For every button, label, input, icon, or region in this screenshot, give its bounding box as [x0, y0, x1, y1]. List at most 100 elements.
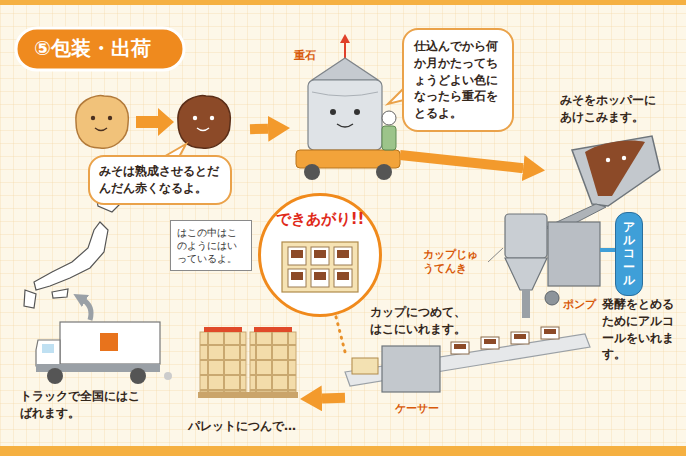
eye — [193, 116, 197, 120]
box — [282, 242, 358, 292]
cup-miso — [514, 334, 526, 339]
cup — [311, 247, 329, 265]
tank-body — [308, 80, 382, 150]
node-text: アルコール — [623, 221, 635, 287]
worker-body — [382, 126, 396, 150]
alcohol-tube — [600, 248, 615, 252]
casing-machine — [382, 346, 440, 392]
pallet — [248, 392, 298, 398]
cup — [451, 342, 469, 354]
cup — [311, 269, 329, 287]
node-text: みそは熟成させるとだんだん赤くなるよ。 — [88, 155, 232, 205]
carton-tops — [254, 327, 292, 332]
speech-bubble: 仕込んでから何か月かたってちょうどよい色になったら重石をとるよ。 — [402, 28, 514, 132]
process-step: 重石 — [290, 35, 400, 185]
part-label: ポンプ — [563, 298, 596, 312]
small-arrow — [136, 108, 174, 136]
island — [24, 290, 36, 308]
cup — [334, 247, 352, 265]
finished-product-circle: できあがり!! — [258, 193, 382, 317]
flow-arrow — [400, 155, 523, 168]
ball-body — [76, 96, 128, 149]
eye — [108, 116, 112, 120]
cup-miso — [544, 329, 556, 334]
cup — [288, 247, 306, 265]
cup-miso — [484, 339, 496, 344]
hopper — [572, 136, 660, 206]
wheel — [47, 368, 63, 384]
eye — [606, 158, 610, 162]
wheel — [304, 164, 320, 180]
machine-body — [548, 222, 600, 286]
mouth — [197, 128, 209, 131]
cup-miso — [291, 250, 303, 258]
cup — [511, 332, 529, 344]
cup — [288, 269, 306, 287]
flow-arrow — [322, 393, 345, 404]
circle-ground — [259, 194, 381, 316]
eye — [330, 109, 336, 115]
process-step: みそをホッパーにあけこみます。 — [545, 88, 678, 238]
cup-miso — [291, 272, 303, 280]
cup-miso — [314, 250, 326, 258]
mouth — [337, 124, 353, 127]
part-label: ケーサー — [395, 402, 439, 416]
flow-arrow — [250, 124, 268, 135]
node-text: トラックで全国にはこばれます。 — [20, 388, 142, 422]
leader-line — [488, 248, 503, 262]
worker-head — [382, 111, 396, 125]
node-text: カップにつめて、はこにいれます。 — [370, 304, 474, 338]
cab — [36, 340, 60, 366]
part-label: カップじゅうてんき — [423, 248, 485, 277]
dotted-connector — [336, 315, 345, 352]
ripe-miso-ball — [178, 96, 230, 149]
exhaust — [164, 372, 172, 380]
raw-miso-ball — [76, 96, 128, 149]
sheet-line — [312, 92, 378, 96]
carton-stack — [250, 332, 296, 392]
cup-miso — [337, 250, 349, 258]
miso-in-hopper — [585, 140, 645, 196]
node-text: できあがり!! — [261, 210, 379, 230]
mouth — [95, 128, 107, 131]
finished-box — [259, 194, 381, 316]
cargo-box — [60, 322, 160, 364]
alcohol-tank: アルコール — [615, 212, 643, 296]
cup — [334, 269, 352, 287]
window — [42, 344, 54, 353]
truck — [36, 322, 172, 384]
node-text: みそをホッパーにあけこみます。 — [560, 92, 660, 126]
nozzle — [522, 290, 530, 318]
node-text: 仕込んでから何か月かたってちょうどよい色になったら重石をとるよ。 — [414, 38, 502, 122]
note-box: はこの中はこのようにはいっているよ。 — [170, 220, 252, 271]
eye — [91, 116, 95, 120]
process-step: パレットにつんで… — [188, 318, 300, 439]
carton-stack — [200, 332, 246, 392]
bottom-band — [0, 446, 686, 456]
delivery-arrow — [82, 299, 91, 320]
packed-box — [352, 358, 378, 374]
filler-cone — [505, 258, 547, 290]
carton-tops — [204, 327, 242, 332]
cup-miso — [314, 272, 326, 280]
cup-miso — [454, 344, 466, 349]
eye — [354, 109, 360, 115]
process-step: トラックで全国にはこばれます。 — [15, 310, 175, 435]
weight-lid — [312, 58, 378, 80]
node-text: はこの中はこのようにはいっているよ。 — [177, 226, 245, 265]
cup-filler — [505, 214, 547, 258]
cup — [481, 337, 499, 349]
pallets — [198, 327, 298, 398]
node-text: 重石 — [294, 49, 316, 63]
lift-arrow — [340, 34, 350, 43]
cup — [541, 327, 559, 339]
island — [52, 289, 68, 298]
part-label: 発酵をとめるためにアルコールをいれます。 — [602, 296, 680, 363]
process-step: カップにつめて、はこにいれます。 — [345, 300, 575, 415]
pump — [545, 291, 559, 305]
title: ⑤包装・出荷 — [34, 35, 151, 61]
eye — [210, 116, 214, 120]
wheel — [376, 164, 392, 180]
